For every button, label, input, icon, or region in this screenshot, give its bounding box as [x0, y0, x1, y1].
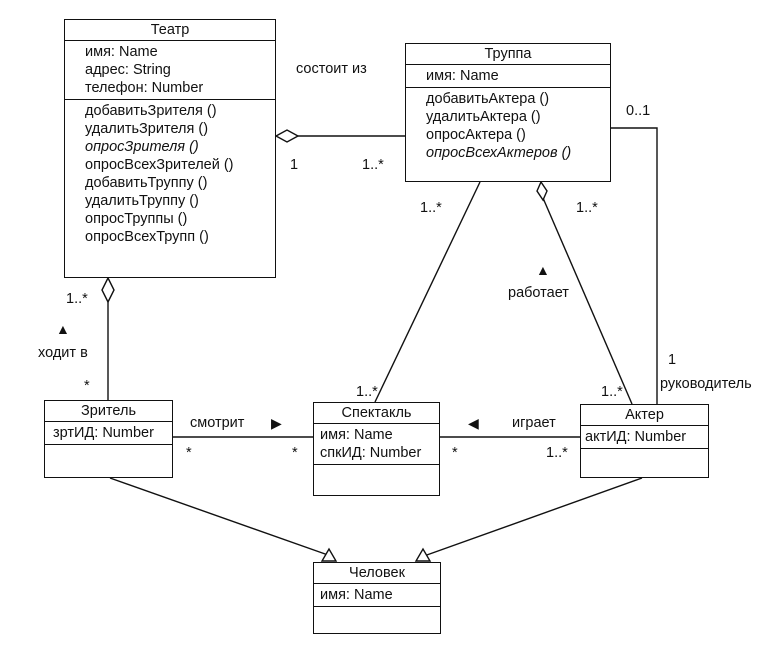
attribute: имя: Name [85, 44, 158, 60]
multiplicity: * [84, 378, 90, 394]
operation: добавитьТруппу () [85, 175, 208, 191]
assoc-label-visits: ходит в [38, 345, 88, 361]
multiplicity: 1 [290, 157, 299, 173]
operation: опросТруппы () [85, 211, 188, 227]
assoc-label-works: работает [508, 285, 569, 301]
assoc-label-watches: смотрит [190, 415, 245, 431]
multiplicity: 1..* [66, 291, 88, 307]
multiplicity: 1..* [362, 157, 384, 173]
assoc-label-consists-of: состоит из [296, 61, 367, 77]
operation: удалитьТруппу () [85, 193, 199, 209]
attribute: имя: Name [320, 427, 393, 443]
attribute: зртИД: Number [53, 425, 154, 441]
class-troupe: Труппа имя: Name добавитьАктера () удали… [405, 43, 611, 182]
class-viewer: Зритель зртИД: Number [44, 400, 173, 478]
class-actor: Актер актИД: Number [580, 404, 709, 478]
operations: добавитьЗрителя () удалитьЗрителя () опр… [65, 100, 275, 248]
attribute: актИД: Number [585, 429, 687, 445]
role-label-director: руководитель [660, 376, 752, 392]
class-name: Человек [314, 563, 440, 584]
class-name: Зритель [45, 401, 172, 422]
attribute: имя: Name [426, 68, 499, 84]
multiplicity: 1..* [576, 200, 598, 216]
class-name: Актер [581, 405, 708, 426]
class-name: Спектакль [314, 403, 439, 424]
assoc-label-plays: играет [512, 415, 556, 431]
aggregation-diamond-troupe-actor [536, 180, 548, 202]
operation: опросВсехАктеров () [426, 145, 572, 161]
multiplicity: 1..* [356, 384, 378, 400]
aggregation-diamond-theatre-troupe [274, 129, 300, 143]
generalization-arrow-actor [414, 547, 432, 562]
operations [45, 445, 172, 449]
attribute: спкИД: Number [320, 445, 422, 461]
multiplicity: 1 [668, 352, 677, 368]
aggregation-diamond-theatre-viewer [101, 276, 115, 304]
class-theatre: Театр имя: Name адрес: String телефон: N… [64, 19, 276, 278]
direction-arrow-left-icon: ◀ [468, 415, 479, 431]
class-name: Труппа [406, 44, 610, 65]
attributes: зртИД: Number [45, 422, 172, 445]
multiplicity: * [186, 445, 192, 461]
attribute: имя: Name [320, 587, 393, 603]
operation: добавитьАктера () [426, 91, 550, 107]
multiplicity: 0..1 [626, 103, 651, 119]
generalization-arrow-viewer [320, 547, 338, 562]
operations [581, 449, 708, 453]
operation: удалитьАктера () [426, 109, 541, 125]
multiplicity: * [292, 445, 298, 461]
class-performance: Спектакль имя: Name спкИД: Number [313, 402, 440, 496]
direction-arrow-right-icon: ▶ [271, 415, 282, 431]
multiplicity: * [452, 445, 458, 461]
multiplicity: 1..* [420, 200, 442, 216]
operations [314, 465, 439, 469]
operation: опросЗрителя () [85, 139, 199, 155]
operations: добавитьАктера () удалитьАктера () опрос… [406, 88, 610, 164]
attribute: телефон: Number [85, 80, 204, 96]
attributes: актИД: Number [581, 426, 708, 449]
operation: удалитьЗрителя () [85, 121, 209, 137]
attributes: имя: Name [314, 584, 440, 607]
operation: опросВсехЗрителей () [85, 157, 234, 173]
class-name: Театр [65, 20, 275, 41]
attribute: адрес: String [85, 62, 171, 78]
attributes: имя: Name [406, 65, 610, 88]
class-human: Человек имя: Name [313, 562, 441, 634]
operation: опросАктера () [426, 127, 526, 143]
multiplicity: 1..* [601, 384, 623, 400]
attributes: имя: Name спкИД: Number [314, 424, 439, 465]
direction-arrow-up-icon: ▲ [536, 262, 550, 278]
operation: добавитьЗрителя () [85, 103, 217, 119]
attributes: имя: Name адрес: String телефон: Number [65, 41, 275, 100]
direction-arrow-up-icon: ▲ [56, 321, 70, 337]
operation: опросВсехТрупп () [85, 229, 209, 245]
multiplicity: 1..* [546, 445, 568, 461]
operations [314, 607, 440, 611]
